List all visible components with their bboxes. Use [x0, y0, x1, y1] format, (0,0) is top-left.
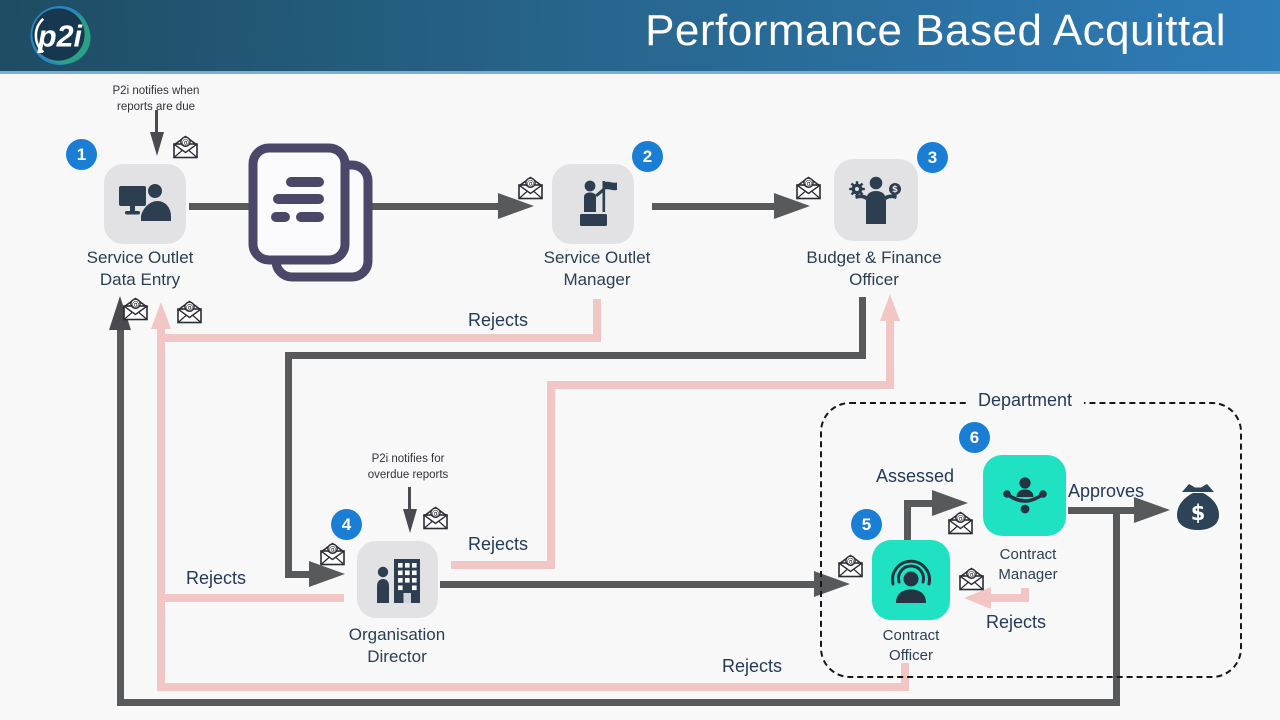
page-title: Performance Based Acquittal	[645, 6, 1226, 55]
step-tile-2	[552, 164, 634, 244]
contract-officer-icon	[891, 559, 931, 603]
line-assessed-right	[904, 500, 934, 507]
email-envelope-icon	[421, 506, 450, 530]
money-bag-icon: $	[1172, 482, 1224, 532]
step-badge-3: 3	[917, 142, 948, 173]
line-assessed-up	[904, 500, 911, 541]
email-envelope-icon	[171, 135, 200, 159]
title-banner: p2i Performance Based Acquittal	[0, 0, 1280, 74]
reject-director-left	[161, 594, 344, 602]
data-entry-person-icon	[119, 184, 171, 221]
step-label-3: Budget & Finance Officer	[806, 248, 942, 290]
note-reports-due: P2i notifies when reports are due	[112, 85, 200, 113]
email-envelope-icon	[175, 300, 204, 324]
step-tile-4	[357, 541, 438, 618]
step-label-2: Service Outlet Manager	[543, 248, 651, 290]
rejects-label-manager: Rejects	[468, 310, 529, 330]
reject-collector-vertical	[157, 328, 165, 691]
reject-into-finance-vertical	[886, 320, 894, 389]
line-finance-down	[859, 297, 866, 357]
line-finance-left	[285, 352, 866, 359]
rejects-label-director-left: Rejects	[186, 568, 247, 588]
arrowhead-to-director	[309, 561, 345, 587]
reject-contract-officer-down	[901, 663, 909, 687]
rejects-label-contract-manager: Rejects	[986, 612, 1047, 632]
email-envelope-icon	[516, 176, 545, 200]
line-return-bottom	[117, 699, 1120, 706]
step-label-5: Contract Officer	[882, 627, 940, 664]
arrowhead-to-contract-manager	[932, 490, 968, 516]
email-envelope-icon	[957, 567, 986, 591]
arrowhead-to-money	[1134, 497, 1170, 523]
contract-manager-icon	[1002, 476, 1047, 513]
approves-label: Approves	[1068, 481, 1145, 501]
step-label-4: Organisation Director	[348, 625, 446, 667]
reject-contract-officer-bottom	[161, 683, 909, 691]
step-tile-3: $	[834, 159, 918, 241]
line-return-down	[1113, 510, 1120, 703]
svg-text:$: $	[892, 185, 898, 195]
email-envelope-icon	[836, 554, 865, 578]
step-tile-1	[104, 164, 186, 244]
svg-text:$: $	[1191, 501, 1206, 525]
notify-arrow-2-head	[403, 509, 417, 533]
email-envelope-icon	[946, 511, 975, 535]
logo-text: p2i	[37, 19, 83, 53]
reject-manager-left	[161, 334, 601, 342]
reject-cm-left	[990, 594, 1029, 602]
rejects-label-director-right: Rejects	[468, 534, 529, 554]
notify-arrow-1	[155, 110, 158, 134]
arrowhead-to-data-entry-dark	[109, 296, 131, 330]
arrowhead-to-contract-officer-pink	[964, 587, 991, 609]
arrowhead-to-finance-pink	[880, 294, 900, 321]
step-tile-6	[983, 455, 1066, 536]
step-badge-4: 4	[331, 509, 362, 540]
email-envelope-icon	[121, 297, 150, 321]
line-entry-to-doc	[189, 203, 255, 210]
reject-manager-down	[593, 299, 601, 342]
line-into-director	[285, 571, 311, 578]
line-manager-to-finance	[652, 203, 776, 210]
p2i-logo: p2i	[22, 4, 98, 67]
step-tile-5	[872, 540, 950, 620]
line-approves	[1068, 507, 1136, 514]
reject-director-right	[451, 561, 555, 569]
arrowhead-to-data-entry-pink	[151, 302, 171, 329]
email-envelope-icon	[318, 542, 347, 566]
notify-arrow-1-head	[150, 132, 164, 156]
step-label-6: Contract Manager	[998, 546, 1058, 583]
reject-director-up	[547, 381, 555, 569]
flag-manager-icon	[580, 180, 617, 226]
step-badge-5: 5	[851, 509, 882, 540]
report-document-icon	[246, 141, 374, 293]
line-director-to-contract-officer	[440, 581, 816, 588]
note-overdue-reports: P2i notifies for overdue reports	[367, 453, 449, 481]
line-return-up	[117, 330, 124, 706]
email-envelope-icon	[794, 176, 823, 200]
line-doc-to-manager	[372, 203, 500, 210]
step-badge-1: 1	[66, 139, 97, 170]
step-badge-2: 2	[632, 141, 663, 172]
notify-arrow-2	[408, 487, 411, 511]
finance-officer-icon: $	[849, 176, 901, 224]
line-finance-down2	[285, 352, 292, 578]
director-building-icon	[376, 558, 420, 603]
reject-director-across	[547, 381, 894, 389]
rejects-label-bottom: Rejects	[722, 656, 783, 676]
step-label-1: Service Outlet Data Entry	[86, 248, 194, 290]
department-label: Department	[952, 390, 1098, 411]
step-badge-6: 6	[959, 422, 990, 453]
assessed-label: Assessed	[876, 466, 955, 486]
